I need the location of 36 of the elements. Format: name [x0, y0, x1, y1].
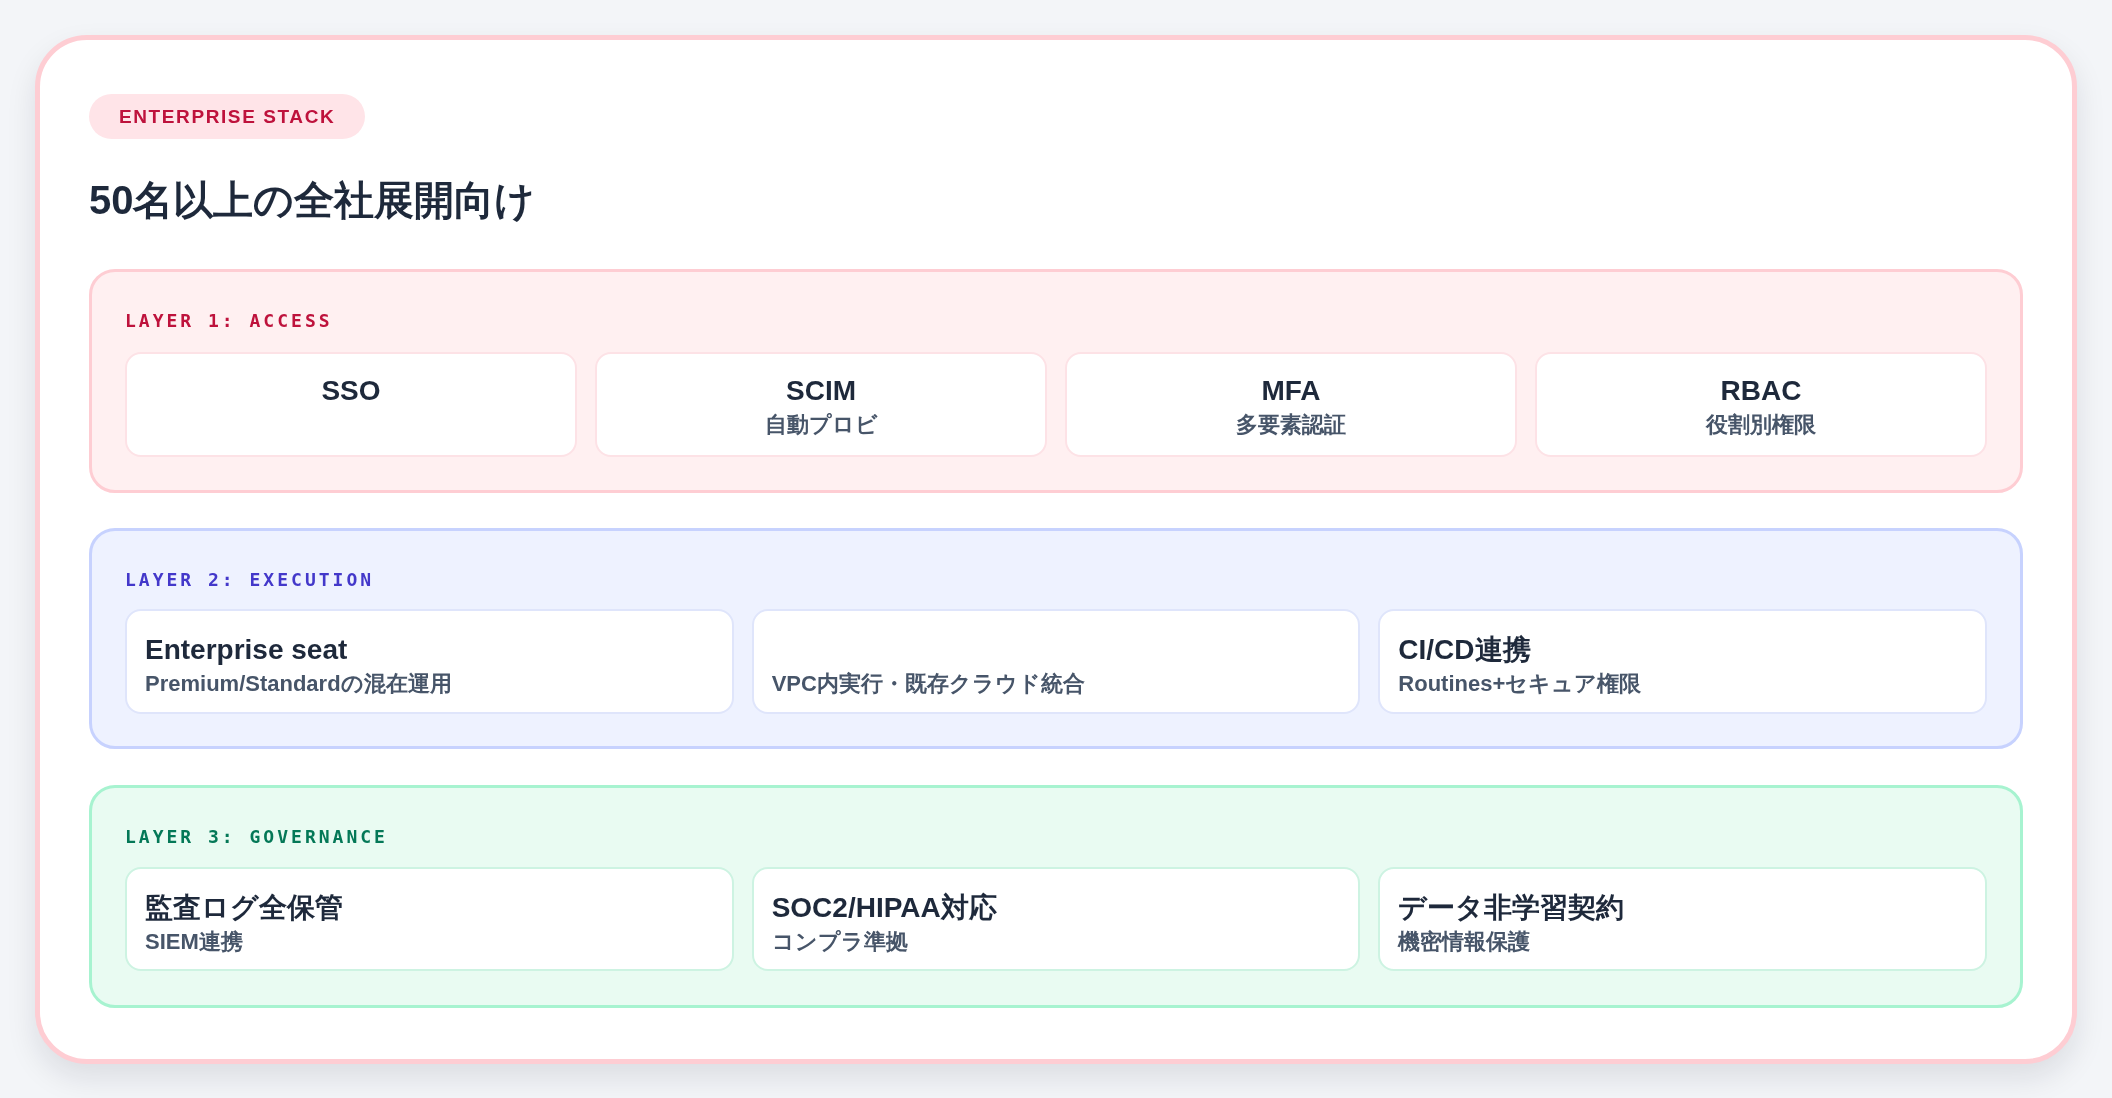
card-title: 監査ログ全保管 [145, 891, 343, 925]
card-subtitle: 自動プロビ [764, 411, 878, 439]
card-subtitle: 多要素認証 [1236, 411, 1346, 439]
layer-card [1378, 609, 1987, 714]
layer-card [1065, 352, 1517, 457]
card-title: CI/CD連携 [1398, 633, 1531, 667]
card-subtitle: VPC内実行・既存クラウド統合 [771, 670, 1085, 698]
card-title: SOC2/HIPAA対応 [771, 891, 997, 925]
layer-card [125, 867, 734, 971]
layer-card [1535, 352, 1987, 457]
layer-card [751, 867, 1361, 971]
layer-card [125, 352, 577, 457]
card-subtitle: 機密情報保護 [1398, 928, 1531, 956]
card-subtitle: SIEM連携 [145, 928, 243, 956]
layer-card [595, 352, 1047, 457]
category-tag: ENTERPRISE STACK [89, 94, 366, 139]
layer-card [1378, 867, 1987, 971]
layer-panel [89, 785, 2023, 1008]
heading: 50名以上の全社展開向け [89, 177, 536, 224]
card-subtitle: 役割別権限 [1706, 411, 1816, 439]
layer-card [125, 609, 734, 714]
layer-panel [89, 528, 2023, 749]
card-subtitle: Premium/Standardの混在運用 [145, 670, 452, 698]
card-subtitle: コンプラ準拠 [771, 928, 908, 956]
layer-label: LAYER 2: EXECUTION [125, 569, 375, 591]
layer-label: LAYER 1: ACCESS [125, 310, 333, 332]
card-title: RBAC [1720, 374, 1802, 408]
card-title: MFA [1261, 374, 1321, 408]
layer-panel [89, 269, 2023, 493]
layer-label: LAYER 3: GOVERNANCE [125, 826, 388, 848]
card-subtitle: Routines+セキュア権限 [1398, 670, 1642, 698]
layer-card [751, 609, 1361, 714]
card-title: Enterprise seat [145, 633, 348, 667]
card-title: SSO [321, 374, 381, 408]
card-title: データ非学習契約 [1398, 891, 1625, 925]
card-title: SCIM [786, 374, 856, 408]
